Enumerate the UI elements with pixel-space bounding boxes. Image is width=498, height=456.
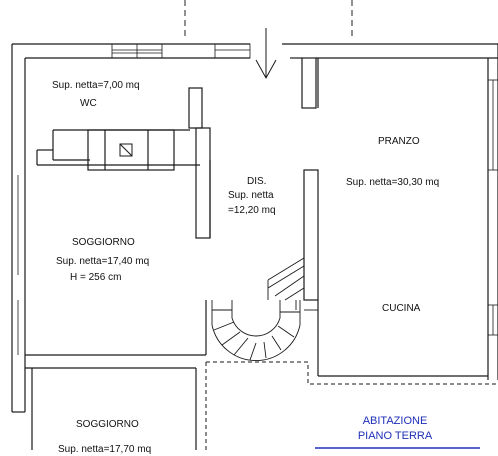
dis-area-label-line2: =12,20 mq	[228, 205, 276, 216]
soggiorno-lower-name-label: SOGGIORNO	[76, 419, 139, 430]
soggiorno-lower-area-label: Sup. netta=17,70 mq	[58, 444, 152, 455]
right-windows	[487, 79, 498, 336]
outer-walls	[11, 43, 498, 413]
top-windows	[111, 43, 251, 59]
soggiorno-height-label: H = 256 cm	[70, 272, 122, 283]
cucina-name-label: CUCINA	[382, 303, 421, 314]
entrance-arrow-icon	[255, 28, 277, 80]
dis-area-label-line1: Sup. netta	[228, 190, 274, 201]
pranzo-area-label: Sup. netta=30,30 mq	[346, 177, 440, 188]
wc-area-label: Sup. netta=7,00 mq	[52, 80, 140, 91]
pranzo-name-label: PRANZO	[378, 136, 420, 147]
dis-name-label: DIS.	[247, 176, 267, 187]
soggiorno-name-label: SOGGIORNO	[72, 237, 135, 248]
caption-line1: ABITAZIONE	[362, 415, 428, 427]
wc-name-label: WC	[80, 98, 97, 109]
soggiorno-area-label: Sup. netta=17,40 mq	[56, 256, 150, 267]
dashed-projection-lines	[184, 0, 353, 40]
sink-icon	[119, 143, 133, 157]
spiral-staircase	[211, 257, 318, 362]
dashed-outline-lower	[205, 361, 498, 450]
caption-line2: PIANO TERRA	[357, 430, 433, 442]
